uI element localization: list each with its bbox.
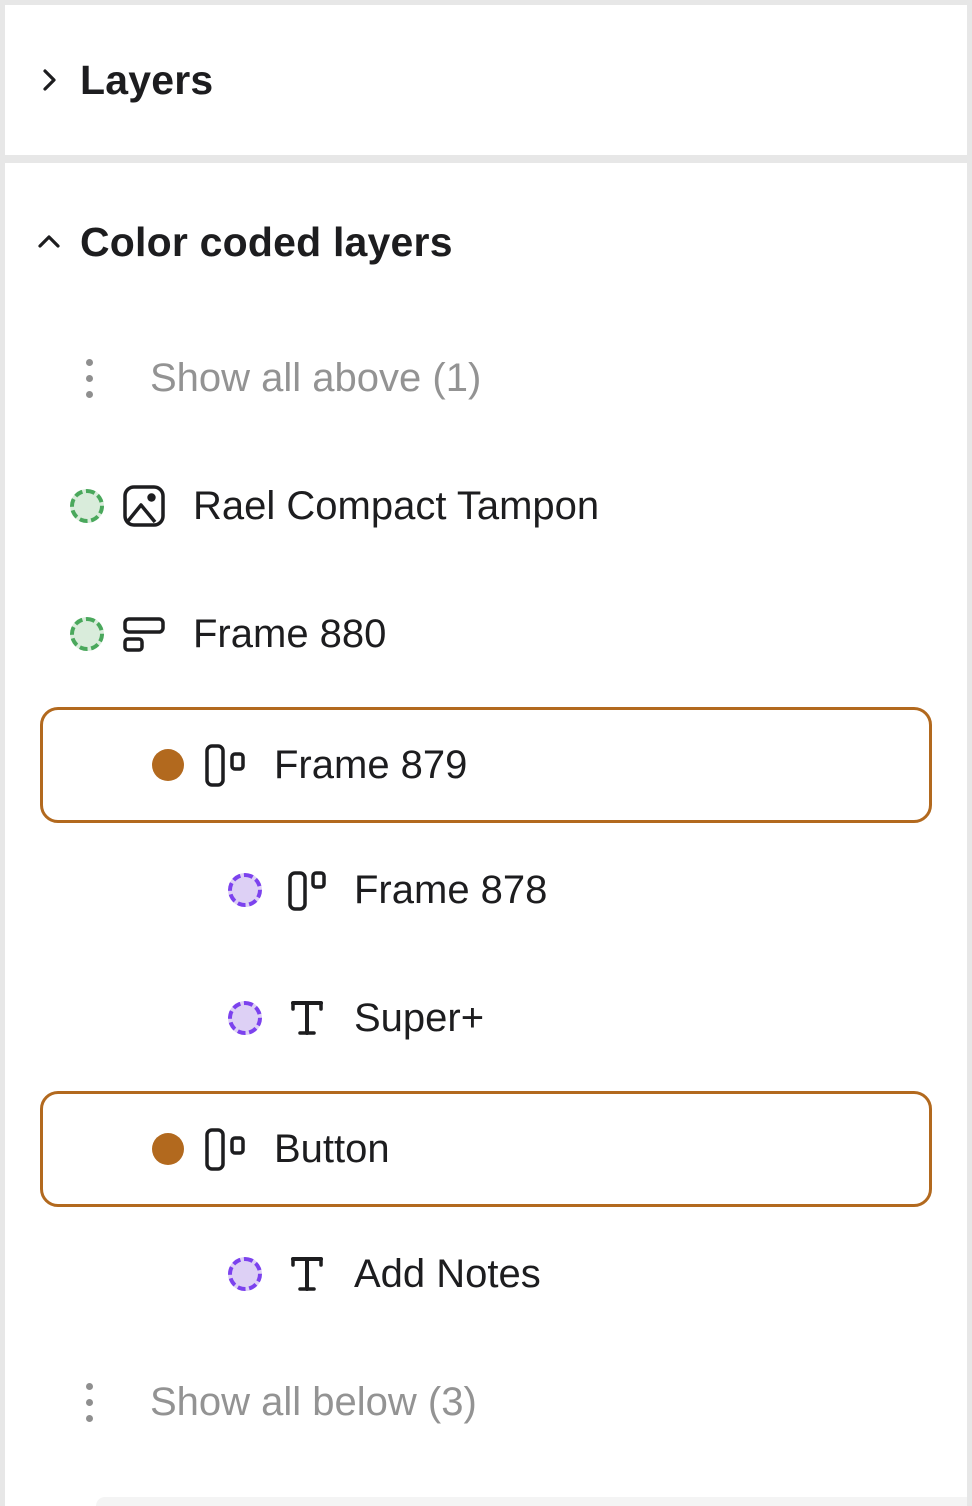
layer-name: Frame 880 (193, 611, 387, 656)
layer-name: Frame 879 (274, 742, 468, 787)
show-all-below-button[interactable]: Show all below (3) (5, 1338, 967, 1466)
vertical-ellipsis-icon (83, 358, 95, 398)
show-all-above-label: Show all above (1) (150, 355, 482, 400)
layer-row-frame-878[interactable]: Frame 878 (5, 826, 967, 954)
layers-section-card: Layers (5, 5, 967, 155)
chevron-right-icon (33, 64, 65, 96)
vertical-ellipsis-icon (83, 1382, 95, 1422)
text-icon (287, 996, 327, 1040)
orange-solid-badge (152, 749, 184, 781)
orange-solid-badge (152, 1133, 184, 1165)
layer-row-button[interactable]: Button (40, 1091, 932, 1207)
color-coded-layers-card: Color coded layers Show all above (1) Ra… (5, 163, 967, 1506)
layer-name: Add Notes (354, 1251, 541, 1296)
text-icon (287, 1252, 327, 1296)
layers-section-header[interactable]: Layers (5, 5, 967, 155)
image-icon (122, 484, 166, 528)
layer-row-rael-compact-tampon[interactable]: Rael Compact Tampon (5, 442, 967, 570)
chevron-up-icon (33, 226, 65, 258)
component-icon (287, 868, 327, 912)
layers-section-title: Layers (80, 56, 214, 103)
show-all-above-button[interactable]: Show all above (1) (5, 314, 967, 442)
layer-name: Rael Compact Tampon (193, 483, 600, 528)
show-all-below-label: Show all below (3) (150, 1379, 477, 1424)
layer-name: Button (274, 1126, 390, 1171)
layer-name: Super+ (354, 995, 485, 1040)
layer-row-add-notes[interactable]: Add Notes (5, 1210, 967, 1338)
color-coded-section-title: Color coded layers (80, 218, 453, 265)
color-coded-section-header[interactable]: Color coded layers (5, 163, 967, 321)
layer-row-frame-880[interactable]: Frame 880 (5, 570, 967, 698)
component-icon (203, 743, 247, 787)
green-dashed-badge (70, 617, 104, 651)
frame-icon (122, 612, 166, 656)
layer-name: Frame 878 (354, 867, 548, 912)
green-dashed-badge (70, 489, 104, 523)
purple-dashed-badge (228, 1257, 262, 1291)
next-section-edge (96, 1497, 967, 1506)
layer-row-frame-879[interactable]: Frame 879 (40, 707, 932, 823)
component-icon (203, 1127, 247, 1171)
purple-dashed-badge (228, 873, 262, 907)
layer-row-super-plus[interactable]: Super+ (5, 954, 967, 1082)
purple-dashed-badge (228, 1001, 262, 1035)
